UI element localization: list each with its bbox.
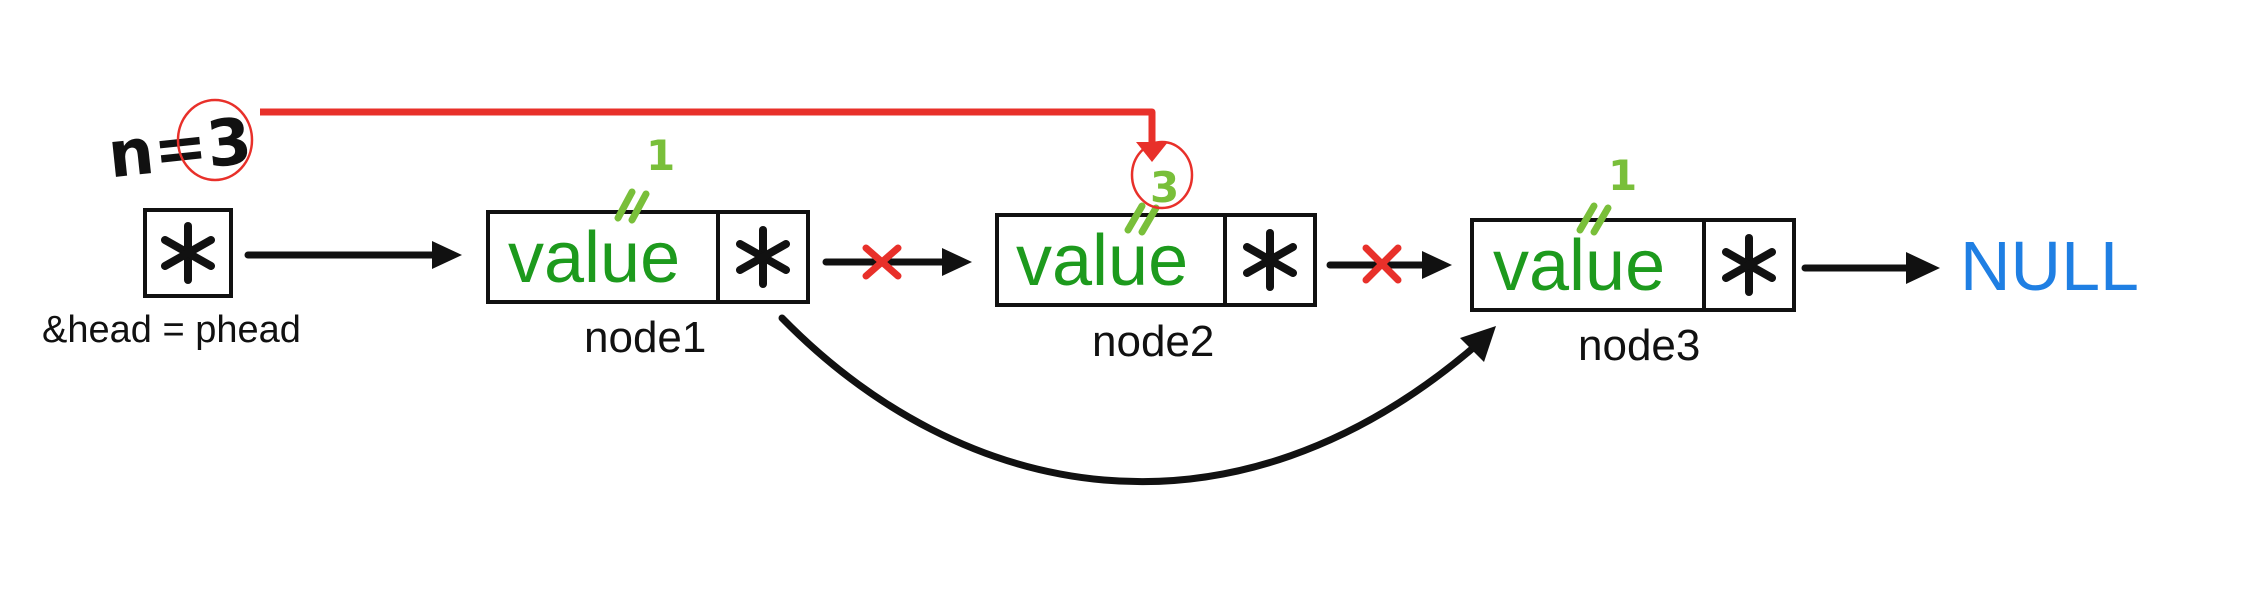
node2-to-node3-cross-icon: [1362, 244, 1402, 284]
node1-strike-mark: [614, 188, 650, 224]
node3-annotation: 1: [1608, 151, 1637, 200]
counter-highlight-circle: [176, 98, 254, 182]
node2-to-node3-arrowhead: [1422, 251, 1452, 279]
node1-to-node3-bypass-arrowhead: [1460, 326, 1496, 362]
head-label: &head = phead: [42, 309, 301, 351]
node1-annotation: 1: [646, 131, 675, 180]
null-terminal: NULL: [1960, 227, 2139, 305]
node3-value-cell: [1470, 218, 1706, 312]
node2-value-text: value: [1016, 221, 1188, 301]
node1-to-node2-cross-icon: [862, 244, 902, 280]
node1-label: node1: [584, 313, 706, 362]
node2-value-cell: [995, 213, 1227, 307]
node3-star-icon: [1722, 234, 1776, 296]
node1: value node1 1: [486, 131, 810, 362]
node1-value-cell: [486, 210, 720, 304]
node3-strike-mark: [1576, 202, 1612, 236]
counter-group: n=3: [105, 98, 255, 193]
node2-strike-mark: [1124, 202, 1160, 236]
node3-label: node3: [1578, 321, 1700, 370]
node1-to-node3-bypass-arrow: [778, 314, 1484, 485]
counter-pointer-line: [260, 108, 1156, 150]
node2-label: node2: [1092, 317, 1214, 366]
node1-to-node2-arrowhead: [942, 248, 972, 276]
node3: value node3 1: [1470, 151, 1796, 370]
node1-star-icon: [736, 226, 790, 288]
head-to-node1-arrowhead: [432, 241, 462, 269]
node3-value-text: value: [1493, 226, 1665, 306]
node2: value node2 3: [995, 140, 1317, 366]
head-pointer: &head = phead: [42, 208, 301, 351]
head-star-icon: [161, 222, 215, 284]
node2-star-icon: [1243, 229, 1297, 291]
node2-annotation-circle: [1130, 140, 1194, 210]
node3-to-null-arrowhead: [1906, 252, 1940, 284]
node1-value-text: value: [508, 218, 680, 298]
